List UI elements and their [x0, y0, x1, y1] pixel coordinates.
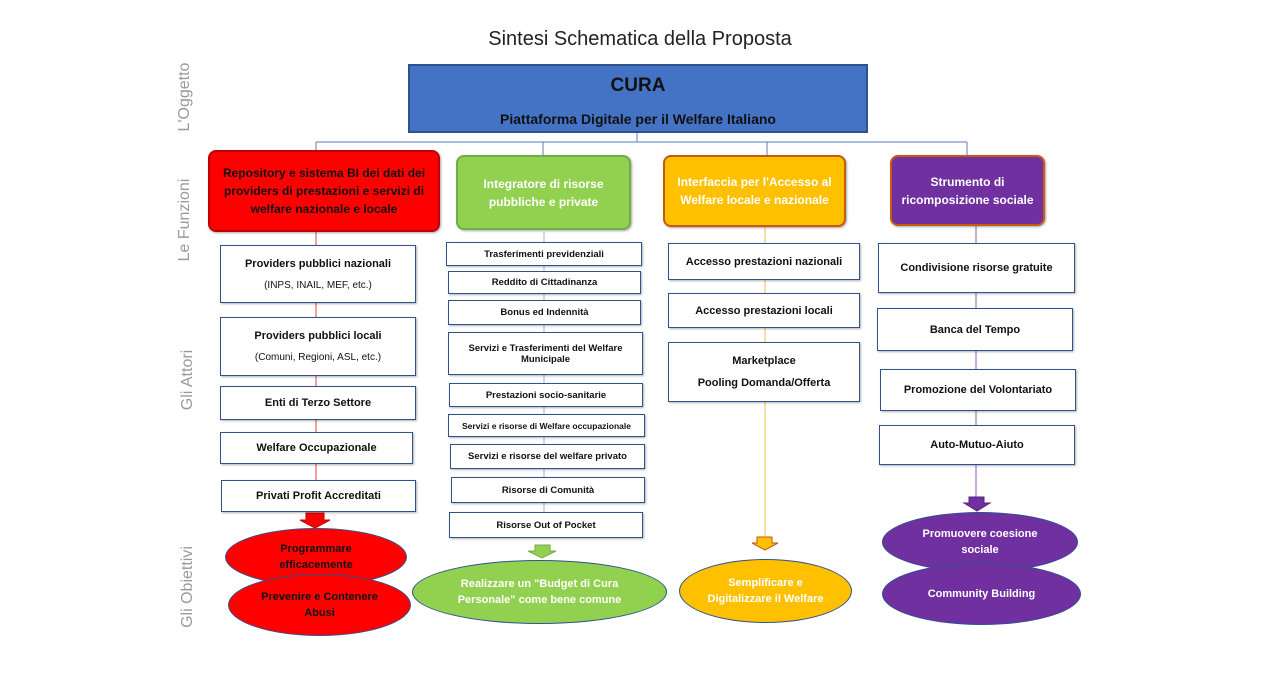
- function-interfaccia: Interfaccia per l'Accesso al Welfare loc…: [663, 155, 846, 227]
- resource-box: Risorse di Comunità: [451, 477, 645, 503]
- resource-box: Prestazioni socio-sanitarie: [449, 383, 643, 407]
- access-box: Accesso prestazioni nazionali: [668, 243, 860, 280]
- objective-ellipse: Community Building: [882, 563, 1081, 625]
- actor-box: Privati Profit Accreditati: [221, 480, 416, 512]
- access-box: Accesso prestazioni locali: [668, 293, 860, 328]
- resource-box: Servizi e Trasferimenti del Welfare Muni…: [448, 332, 643, 375]
- social-box: Promozione del Volontariato: [880, 369, 1076, 411]
- arrow-down-icon: [527, 544, 557, 559]
- actor-label: Providers pubblici locali: [254, 330, 382, 342]
- side-label-funzioni: Le Funzioni: [176, 178, 193, 262]
- page-title: Sintesi Schematica della Proposta: [488, 28, 792, 50]
- actor-sub: (INPS, INAIL, MEF, etc.): [264, 279, 372, 291]
- objective-ellipse: Promuovere coesione sociale: [882, 512, 1078, 572]
- actor-sub: (Comuni, Regioni, ASL, etc.): [254, 352, 382, 363]
- side-label-attori: Gli Attori: [179, 349, 196, 411]
- social-box: Auto-Mutuo-Aiuto: [879, 425, 1075, 465]
- arrow-down-icon: [299, 512, 331, 529]
- objective-ellipse: Semplificare e Digitalizzare il Welfare: [679, 559, 852, 623]
- resource-box: Bonus ed Indennità: [448, 300, 641, 325]
- arrow-down-icon: [751, 536, 779, 551]
- header-box: CURA Piattaforma Digitale per il Welfare…: [408, 64, 868, 133]
- function-ricomposizione: Strumento di ricomposizione sociale: [890, 155, 1045, 226]
- header-title: CURA: [610, 75, 666, 96]
- arrow-down-icon: [962, 496, 992, 512]
- access-label: Marketplace: [732, 355, 796, 367]
- social-box: Condivisione risorse gratuite: [878, 243, 1075, 293]
- resource-box: Reddito di Cittadinanza: [448, 271, 641, 294]
- resource-box: Risorse Out of Pocket: [449, 512, 643, 538]
- actor-box: Enti di Terzo Settore: [220, 386, 416, 420]
- resource-box: Servizi e risorse di Welfare occupaziona…: [448, 414, 645, 437]
- actor-box: Providers pubblici nazionali (INPS, INAI…: [220, 245, 416, 303]
- function-repository: Repository e sistema BI dei dati dei pro…: [208, 150, 440, 232]
- function-integratore: Integratore di risorse pubbliche e priva…: [456, 155, 631, 230]
- access-box: Marketplace Pooling Domanda/Offerta: [668, 342, 860, 402]
- objective-ellipse: Realizzare un "Budget di Cura Personale"…: [412, 560, 667, 624]
- side-label-obiettivi: Gli Obiettivi: [179, 546, 196, 628]
- resource-box: Trasferimenti previdenziali: [446, 242, 642, 266]
- actor-box: Providers pubblici locali (Comuni, Regio…: [220, 317, 416, 376]
- side-label-oggetto: L'Oggetto: [176, 62, 193, 132]
- objective-ellipse: Prevenire e Contenere Abusi: [228, 574, 411, 636]
- resource-box: Servizi e risorse del welfare privato: [450, 444, 645, 469]
- access-sub: Pooling Domanda/Offerta: [697, 377, 831, 389]
- actor-box: Welfare Occupazionale: [220, 432, 413, 464]
- actor-label: Providers pubblici nazionali: [244, 257, 392, 270]
- social-box: Banca del Tempo: [877, 308, 1073, 351]
- header-subtitle: Piattaforma Digitale per il Welfare Ital…: [500, 111, 776, 127]
